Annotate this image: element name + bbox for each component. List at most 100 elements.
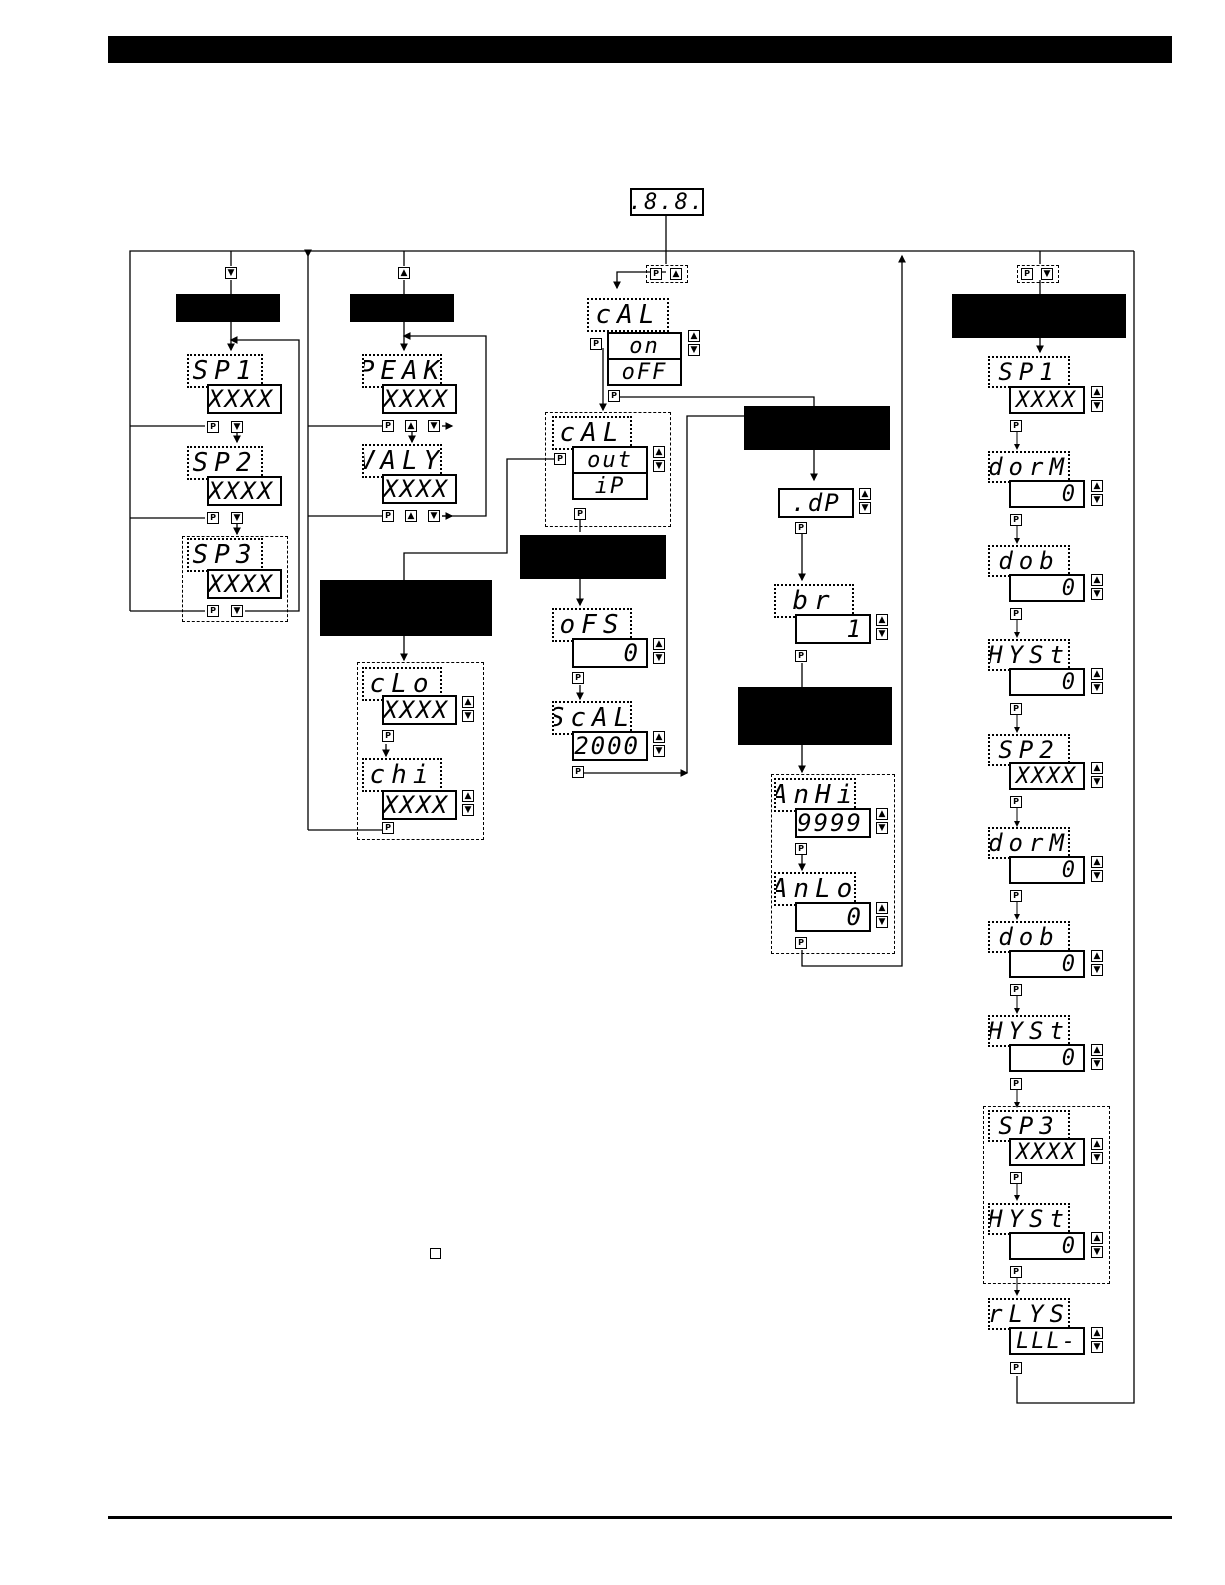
down-key[interactable]: ▼: [1041, 268, 1053, 280]
up-key[interactable]: ▲: [670, 268, 682, 280]
sp2-label: SP2: [988, 734, 1070, 766]
up-key[interactable]: ▲: [653, 638, 665, 650]
up-key[interactable]: ▲: [653, 731, 665, 743]
p-key[interactable]: P: [1010, 796, 1022, 808]
down-key[interactable]: ▼: [688, 344, 700, 356]
up-key[interactable]: ▲: [1091, 1327, 1103, 1339]
up-key[interactable]: ▲: [1091, 762, 1103, 774]
p-key[interactable]: P: [1021, 268, 1033, 280]
p-key[interactable]: P: [382, 420, 394, 432]
p-key[interactable]: P: [572, 766, 584, 778]
down-key[interactable]: ▼: [225, 267, 237, 279]
p-key[interactable]: P: [795, 937, 807, 949]
down-key[interactable]: ▼: [1091, 1246, 1103, 1258]
p-key[interactable]: P: [1010, 608, 1022, 620]
anlo-value: 0: [795, 902, 871, 932]
down-key[interactable]: ▼: [1091, 870, 1103, 882]
down-key[interactable]: ▼: [1091, 964, 1103, 976]
scal-value: 2000: [572, 731, 648, 761]
down-key[interactable]: ▼: [1091, 588, 1103, 600]
dob2-value: 0: [1009, 950, 1085, 978]
up-key[interactable]: ▲: [462, 696, 474, 708]
up-key[interactable]: ▲: [859, 488, 871, 500]
up-key[interactable]: ▲: [1091, 1138, 1103, 1150]
up-key[interactable]: ▲: [653, 446, 665, 458]
down-key[interactable]: ▼: [1091, 494, 1103, 506]
up-key[interactable]: ▲: [462, 790, 474, 802]
up-key[interactable]: ▲: [405, 420, 417, 432]
p-key[interactable]: P: [795, 650, 807, 662]
up-key[interactable]: ▲: [1091, 1232, 1103, 1244]
down-key[interactable]: ▼: [462, 804, 474, 816]
down-key[interactable]: ▼: [231, 605, 243, 617]
p-key[interactable]: P: [382, 510, 394, 522]
down-key[interactable]: ▼: [1091, 1058, 1103, 1070]
up-key[interactable]: ▲: [398, 267, 410, 279]
up-key[interactable]: ▲: [876, 614, 888, 626]
down-key[interactable]: ▼: [876, 822, 888, 834]
down-key[interactable]: ▼: [653, 460, 665, 472]
up-key[interactable]: ▲: [1091, 950, 1103, 962]
p-down-key-group: [1017, 265, 1059, 283]
sp3-optional-group: [182, 536, 288, 622]
anlo-label: AnLo: [774, 872, 856, 906]
down-key[interactable]: ▼: [1091, 1152, 1103, 1164]
p-key[interactable]: P: [207, 512, 219, 524]
p-key[interactable]: P: [650, 268, 662, 280]
clo-label: cLo: [362, 667, 442, 701]
down-key[interactable]: ▼: [1091, 1341, 1103, 1353]
up-key[interactable]: ▲: [876, 902, 888, 914]
rlys-value: LLL-: [1009, 1327, 1085, 1355]
up-key[interactable]: ▲: [1091, 856, 1103, 868]
p-key[interactable]: P: [1010, 890, 1022, 902]
ofs-label: oFS: [552, 608, 632, 642]
peak-label: PEAK: [362, 354, 442, 388]
valy-value: XXXX: [382, 474, 457, 504]
p-key[interactable]: P: [554, 453, 566, 465]
up-key[interactable]: ▲: [1091, 574, 1103, 586]
down-key[interactable]: ▼: [428, 510, 440, 522]
down-key[interactable]: ▼: [1091, 400, 1103, 412]
p-key[interactable]: P: [1010, 514, 1022, 526]
p-key[interactable]: P: [1010, 1266, 1022, 1278]
down-key[interactable]: ▼: [231, 512, 243, 524]
p-key[interactable]: P: [207, 605, 219, 617]
p-key[interactable]: P: [1010, 420, 1022, 432]
cal-out-option: out: [572, 446, 648, 474]
p-key[interactable]: P: [608, 390, 620, 402]
p-key[interactable]: P: [1010, 1362, 1022, 1374]
down-key[interactable]: ▼: [231, 421, 243, 433]
down-key[interactable]: ▼: [462, 710, 474, 722]
p-key[interactable]: P: [795, 522, 807, 534]
down-key[interactable]: ▼: [859, 502, 871, 514]
down-key[interactable]: ▼: [876, 916, 888, 928]
up-key[interactable]: ▲: [1091, 1044, 1103, 1056]
down-key[interactable]: ▼: [653, 652, 665, 664]
up-key[interactable]: ▲: [405, 510, 417, 522]
p-key[interactable]: P: [1010, 1078, 1022, 1090]
p-key[interactable]: P: [382, 822, 394, 834]
cal-io-group: [545, 412, 671, 527]
up-key[interactable]: ▲: [1091, 480, 1103, 492]
p-key[interactable]: P: [382, 730, 394, 742]
dp-display: .dP: [778, 488, 854, 518]
up-key[interactable]: ▲: [688, 330, 700, 342]
up-key[interactable]: ▲: [876, 808, 888, 820]
p-key[interactable]: P: [795, 843, 807, 855]
up-key[interactable]: ▲: [1091, 668, 1103, 680]
down-key[interactable]: ▼: [1091, 776, 1103, 788]
p-key[interactable]: P: [1010, 984, 1022, 996]
p-key[interactable]: P: [590, 338, 602, 350]
down-key[interactable]: ▼: [1091, 682, 1103, 694]
p-key[interactable]: P: [207, 421, 219, 433]
p-key[interactable]: P: [572, 672, 584, 684]
p-up-key-group: [646, 265, 688, 283]
p-key[interactable]: P: [1010, 1172, 1022, 1184]
down-key[interactable]: ▼: [653, 745, 665, 757]
down-key[interactable]: ▼: [876, 628, 888, 640]
p-key[interactable]: P: [1010, 703, 1022, 715]
p-key[interactable]: P: [574, 508, 586, 520]
up-key[interactable]: ▲: [1091, 386, 1103, 398]
down-key[interactable]: ▼: [428, 420, 440, 432]
